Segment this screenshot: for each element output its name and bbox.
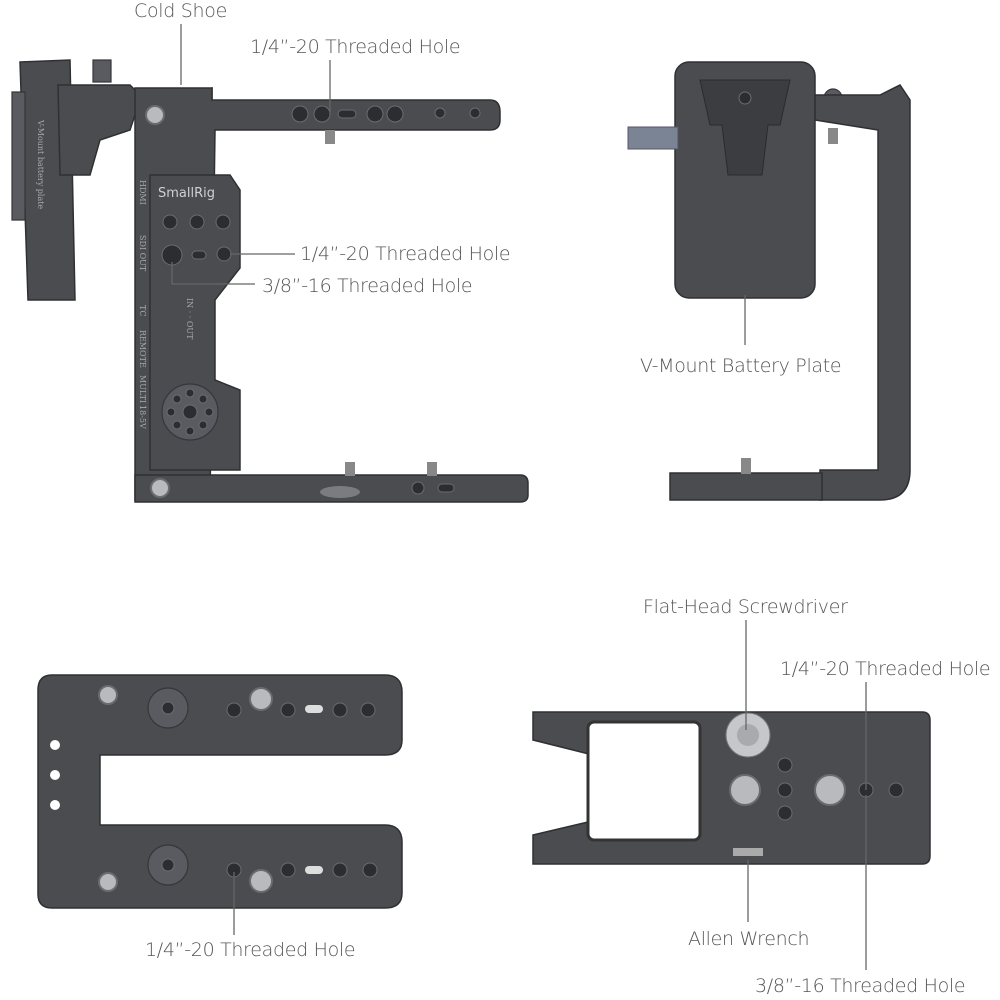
part-detail (737, 724, 759, 746)
label-screwdriver: Flat-Head Screwdriver (643, 596, 848, 618)
part-detail (185, 426, 195, 436)
part-detail (161, 858, 175, 872)
part-detail (92, 59, 112, 83)
part-detail (166, 388, 214, 436)
part-detail (360, 702, 376, 718)
quarter-hole (216, 246, 232, 262)
brand-logo: SmallRig (158, 186, 215, 201)
part-detail (469, 107, 481, 119)
part-detail (226, 702, 378, 878)
part-detail (215, 214, 231, 230)
part-detail (191, 250, 207, 260)
cage-back-view (627, 61, 911, 501)
part-detail (386, 105, 404, 123)
part-detail (98, 872, 118, 892)
bottom-plate-view (532, 711, 931, 865)
part-detail (738, 91, 752, 105)
part-detail (777, 757, 904, 821)
part-detail (98, 685, 118, 705)
u-plate-view (37, 674, 403, 909)
part-detail (182, 404, 198, 420)
leader-lines (171, 24, 867, 970)
label-vmount-plate: V-Mount Battery Plate (640, 355, 842, 377)
part-detail (185, 388, 195, 398)
part-detail (729, 774, 761, 806)
part-detail (204, 407, 214, 417)
part-detail (189, 214, 205, 230)
part-detail (741, 458, 751, 474)
part-detail: 18-5V (138, 405, 147, 429)
part-detail (249, 869, 273, 893)
part-detail (434, 107, 446, 119)
part-detail (345, 462, 355, 476)
part-detail (777, 757, 793, 773)
part-detail (280, 862, 296, 878)
label-top-quarter-hole: 1/4”-20 Threaded Hole (250, 36, 461, 58)
u-shaped-bottom-plate (37, 674, 403, 909)
part-detail (814, 774, 846, 806)
part-detail (150, 478, 170, 498)
part-detail (166, 407, 176, 417)
part-detail (50, 800, 60, 810)
part-detail (362, 862, 378, 878)
part-detail: HDMI (138, 180, 147, 205)
part-detail (828, 128, 838, 144)
part-detail: REMOTE (138, 330, 147, 368)
part-detail (699, 79, 791, 176)
quarter-hole (888, 782, 904, 798)
part-detail (427, 462, 437, 476)
label-cold-shoe: Cold Shoe (134, 0, 227, 22)
part-detail (320, 486, 360, 498)
part-detail (50, 740, 60, 750)
part-detail (50, 770, 60, 780)
label-bottom-three-eighths-hole: 3/8”-16 Threaded Hole (755, 975, 966, 997)
part-detail (313, 105, 331, 123)
plate-cutout (586, 720, 702, 842)
allen-wrench (733, 848, 763, 856)
part-detail (161, 701, 175, 715)
label-bottom-left-quarter-hole: 1/4”-20 Threaded Hole (145, 939, 356, 961)
part-detail (332, 862, 348, 878)
label-allen-wrench: Allen Wrench (688, 928, 810, 950)
part-detail: IN · · OUT (185, 298, 194, 340)
part-detail (280, 702, 296, 718)
back-bottom-arm (669, 472, 823, 501)
part-detail (172, 420, 182, 430)
part-detail (145, 105, 165, 125)
part-detail (777, 805, 793, 821)
part-detail (249, 687, 273, 711)
part-detail (11, 91, 26, 221)
part-detail (325, 130, 335, 144)
plate-clamp (627, 126, 679, 150)
vmount-plate-marking: V-Mount battery plate (36, 119, 45, 209)
part-detail (777, 782, 793, 798)
label-side-three-eighths-hole: 3/8”-16 Threaded Hole (262, 275, 473, 297)
cage-side-view: V-Mount battery plate SmallRig HDMI SDI … (11, 59, 529, 503)
part-detail (291, 105, 309, 123)
part-detail (162, 214, 178, 230)
part-detail: SDI OUT (138, 235, 147, 272)
part-detail (198, 420, 208, 430)
part-detail (198, 394, 208, 404)
part-detail (226, 702, 242, 718)
label-side-quarter-hole: 1/4”-20 Threaded Hole (300, 243, 511, 265)
part-detail (337, 109, 357, 119)
side-handle-bracket (814, 84, 911, 501)
part-detail: TC (138, 305, 147, 316)
part-detail (171, 262, 255, 285)
part-detail (332, 702, 348, 718)
part-detail: MULTI (138, 375, 147, 403)
part-detail (437, 483, 455, 493)
part-detail (305, 866, 323, 874)
part-detail (305, 705, 323, 713)
part-detail (366, 105, 384, 123)
part-detail (411, 481, 425, 495)
part-detail (172, 394, 182, 404)
port-markings: HDMI SDI OUT TC REMOTE MULTI 18-5V IN · … (138, 180, 194, 429)
label-bottom-right-quarter-hole: 1/4”-20 Threaded Hole (780, 658, 991, 680)
